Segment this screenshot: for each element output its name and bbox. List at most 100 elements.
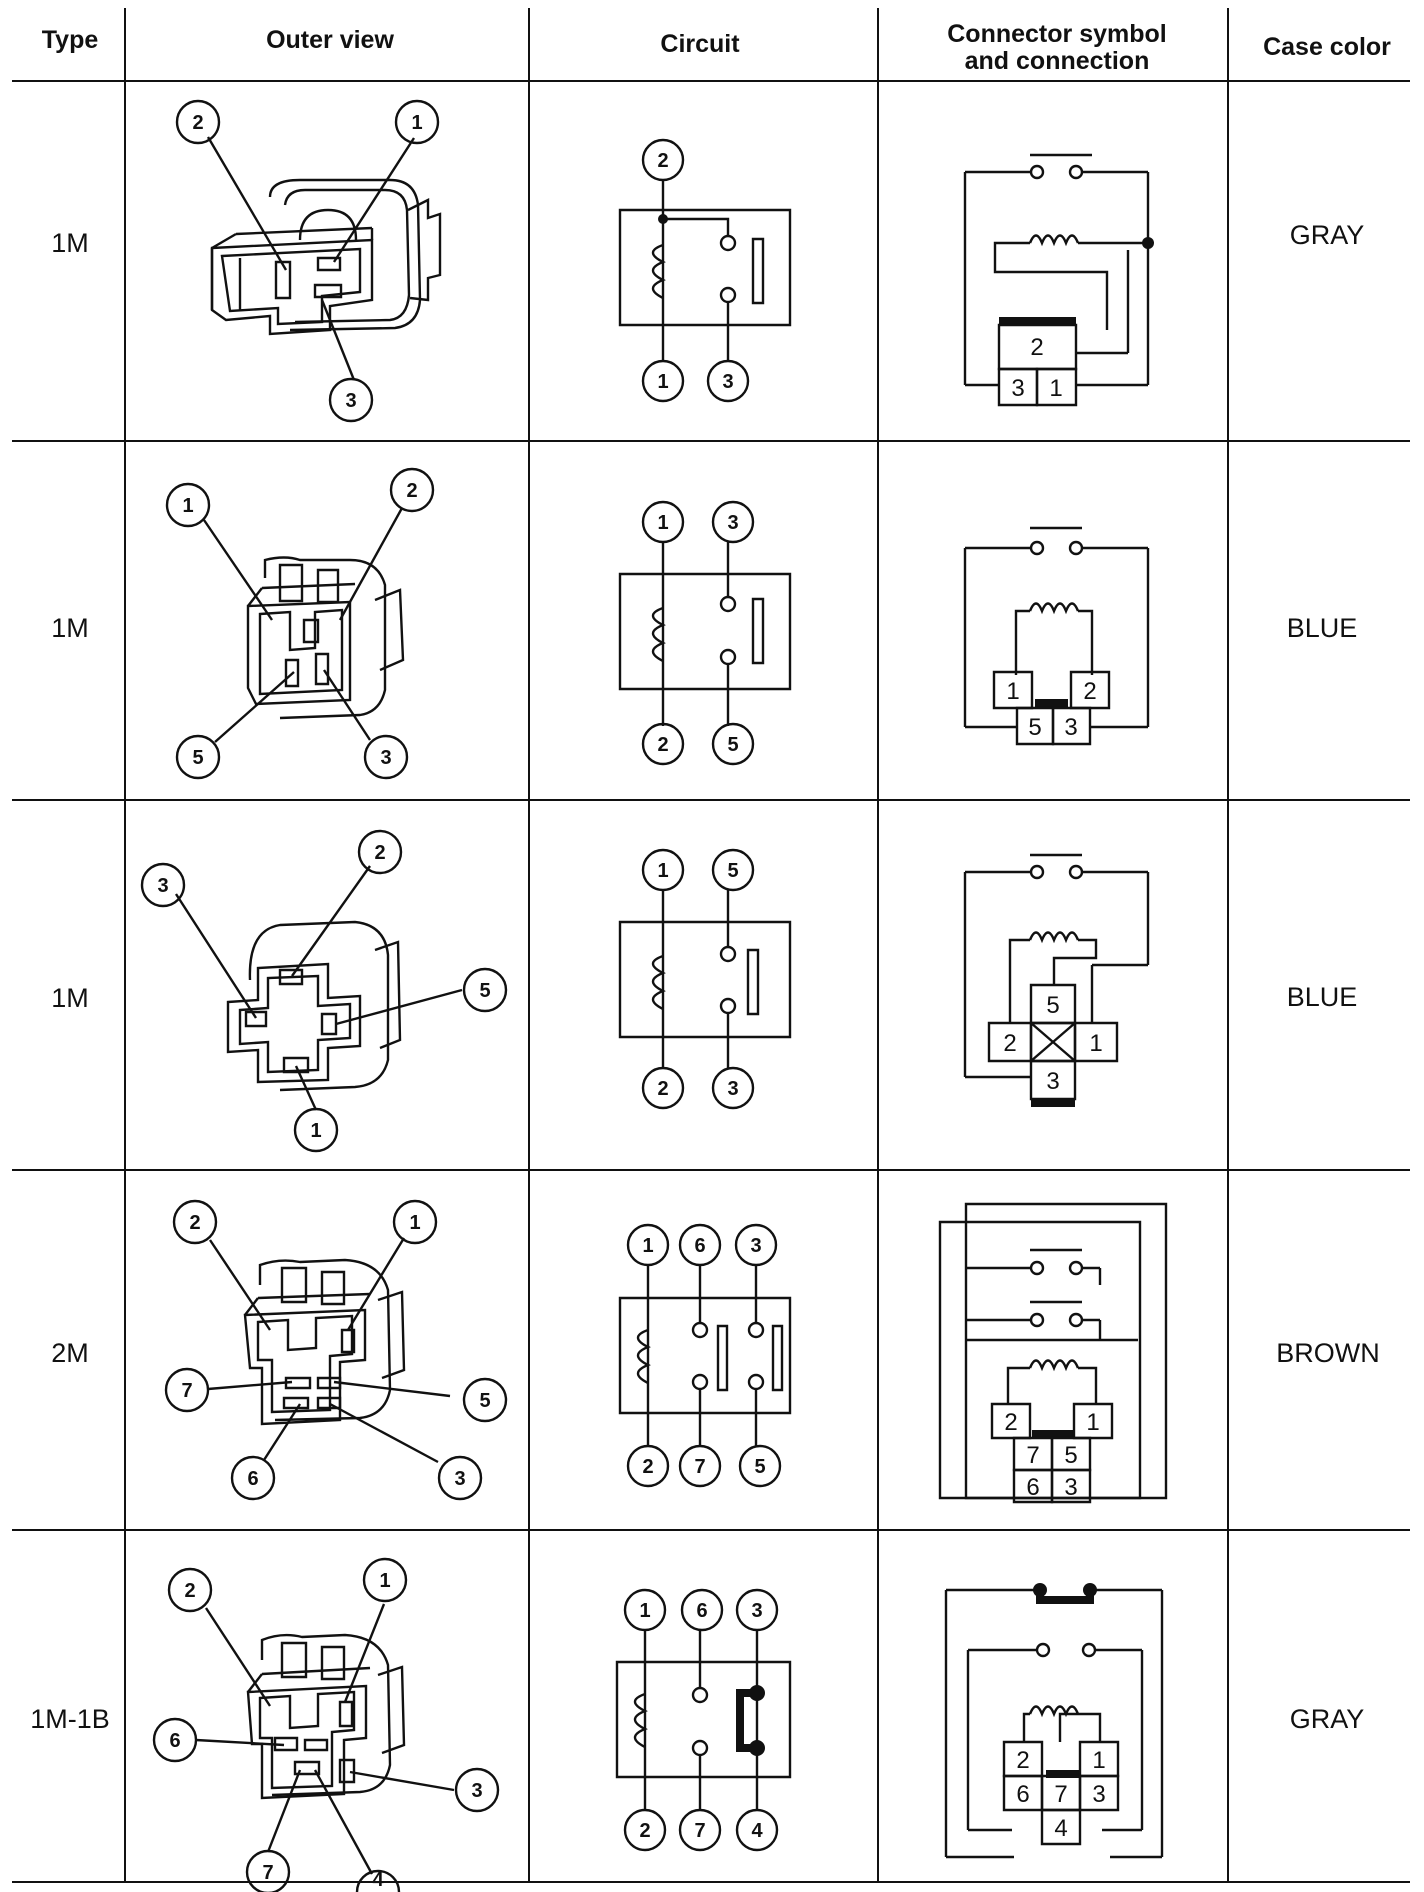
- pin-callout: 3: [713, 502, 753, 542]
- pin-callout: 5: [740, 1446, 780, 1486]
- svg-text:3: 3: [1064, 1474, 1077, 1501]
- svg-text:2: 2: [1004, 1409, 1017, 1436]
- contact-icon: [693, 1741, 707, 1755]
- pin-callout: 7: [166, 1369, 208, 1411]
- svg-text:5: 5: [1028, 714, 1041, 741]
- terminal-box: 5: [1031, 985, 1075, 1023]
- case-color-cell-1: GRAY: [1290, 220, 1365, 250]
- pin-callout: 4: [737, 1810, 777, 1850]
- terminal-box: 2: [992, 1404, 1030, 1438]
- svg-text:2: 2: [657, 1078, 668, 1100]
- pin-callout: 1: [643, 361, 683, 401]
- type-cell-5: 1M-1B: [30, 1704, 110, 1734]
- svg-text:1: 1: [411, 112, 422, 134]
- svg-text:1: 1: [657, 512, 668, 534]
- pin-callout: 2: [628, 1446, 668, 1486]
- svg-text:3: 3: [471, 1780, 482, 1802]
- pin-leaders: [176, 866, 462, 1110]
- svg-text:1: 1: [1086, 1409, 1099, 1436]
- svg-text:6: 6: [1016, 1781, 1029, 1808]
- svg-text:1: 1: [1089, 1030, 1102, 1057]
- coil-icon: [1030, 604, 1078, 612]
- header-connector-line2: and connection: [965, 47, 1150, 75]
- connector-3: 5 2 1 3: [965, 855, 1148, 1103]
- terminal-box: 3: [1053, 708, 1090, 744]
- connection-wires: [965, 855, 1148, 1077]
- terminal-box: 7: [1014, 1438, 1052, 1470]
- svg-text:5: 5: [754, 1456, 765, 1478]
- case-color-cell-4: BROWN: [1276, 1338, 1380, 1368]
- svg-text:5: 5: [479, 1390, 490, 1412]
- svg-text:1: 1: [182, 495, 193, 517]
- pin-callout: 5: [713, 850, 753, 890]
- contact-icon: [693, 1323, 707, 1337]
- svg-text:5: 5: [1046, 992, 1059, 1019]
- relay-frame: [620, 1298, 790, 1413]
- contact-icon: [749, 1323, 763, 1337]
- relay-frame: [620, 574, 790, 689]
- contact-icon: [749, 1375, 763, 1389]
- outer-view-1: 2 1 3: [177, 101, 440, 421]
- pin-callout: 5: [177, 736, 219, 778]
- svg-text:3: 3: [454, 1468, 465, 1490]
- pin-callout: 2: [643, 140, 683, 180]
- contact-icon: [693, 1688, 707, 1702]
- svg-text:6: 6: [696, 1600, 707, 1622]
- pin-callout: 7: [247, 1851, 289, 1892]
- svg-text:2: 2: [657, 734, 668, 756]
- svg-text:5: 5: [479, 980, 490, 1002]
- type-cell-2: 1M: [51, 613, 89, 643]
- svg-text:6: 6: [694, 1235, 705, 1257]
- outer-view-5: 2 1 6 3 7 4: [154, 1559, 498, 1892]
- svg-text:3: 3: [345, 390, 356, 412]
- svg-text:3: 3: [157, 875, 168, 897]
- circuit-2: 1 3 2 5: [620, 502, 790, 764]
- connector-5: 2 1 6 7 3 4: [946, 1583, 1162, 1857]
- case-color-cell-3: BLUE: [1287, 982, 1358, 1012]
- header-connector-line1: Connector symbol: [947, 20, 1166, 48]
- svg-text:2: 2: [184, 1580, 195, 1602]
- terminal-box: 1: [994, 672, 1032, 708]
- pin-callout: 2: [625, 1810, 665, 1850]
- connection-wires: [965, 528, 1148, 727]
- relay-body-drawing: [248, 1635, 404, 1798]
- svg-text:6: 6: [169, 1730, 180, 1752]
- circuit-4: 1 6 3 2 7 5: [620, 1225, 790, 1486]
- svg-text:3: 3: [727, 512, 738, 534]
- coil-icon: [638, 1330, 648, 1383]
- relay-body-drawing: [228, 922, 400, 1090]
- svg-text:2: 2: [1030, 334, 1043, 361]
- connection-wires: [940, 1204, 1166, 1498]
- pin-callout: 5: [464, 969, 506, 1011]
- relay-frame: [620, 922, 790, 1037]
- pin-callout: 1: [396, 101, 438, 143]
- type-column: 1M 1M 1M 2M 1M-1B: [30, 228, 110, 1734]
- svg-text:3: 3: [750, 1235, 761, 1257]
- svg-text:3: 3: [1064, 714, 1077, 741]
- terminal-box: 2: [989, 1023, 1031, 1061]
- svg-text:1: 1: [1049, 375, 1062, 402]
- svg-text:6: 6: [247, 1468, 258, 1490]
- pin-callout: 4: [357, 1869, 399, 1892]
- svg-text:7: 7: [181, 1380, 192, 1402]
- pin-callout: 5: [713, 724, 753, 764]
- svg-text:5: 5: [192, 747, 203, 769]
- pin-callout: 1: [628, 1225, 668, 1265]
- relay-body-drawing: [248, 558, 403, 719]
- terminal-box: 1: [1075, 1023, 1117, 1061]
- header-type: Type: [42, 26, 99, 54]
- svg-text:7: 7: [262, 1862, 273, 1884]
- svg-text:1: 1: [1006, 678, 1019, 705]
- pin-callout: 1: [643, 850, 683, 890]
- terminal-box: 2: [1004, 1742, 1042, 1776]
- switch-bar: [718, 1326, 727, 1390]
- type-cell-1: 1M: [51, 228, 89, 258]
- header-outer-view: Outer view: [266, 26, 394, 54]
- svg-text:2: 2: [657, 150, 668, 172]
- contact-icon: [721, 236, 735, 250]
- pin-callout: 2: [169, 1569, 211, 1611]
- terminal-box: 6: [1004, 1776, 1042, 1810]
- case-color-cell-5: GRAY: [1290, 1704, 1365, 1734]
- contact-icon: [721, 288, 735, 302]
- coil-icon: [1030, 1707, 1078, 1715]
